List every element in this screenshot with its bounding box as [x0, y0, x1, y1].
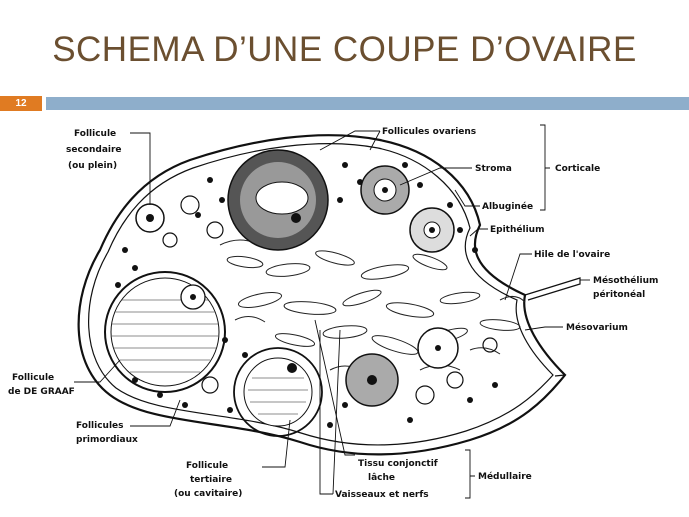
- label-medullaire: Médullaire: [478, 471, 532, 482]
- slide-title: SCHEMA D’UNE COUPE D’OVAIRE: [52, 30, 637, 69]
- tertiary-follicle: [233, 347, 323, 437]
- svg-text:tertiaire: tertiaire: [190, 475, 232, 485]
- leader-lines: [74, 124, 590, 499]
- label-vaisseaux: Vaisseaux et nerfs: [335, 490, 429, 500]
- label-tertiaire: Follicule tertiaire (ou cavitaire): [174, 461, 242, 499]
- label-follicule-secondaire: Follicule secondaire (ou plein): [66, 129, 122, 171]
- graafian-follicle: [104, 271, 226, 393]
- label-mesothelium: Mésothélium péritonéal: [593, 275, 658, 300]
- stroma-follicle: [360, 165, 410, 215]
- secondary-follicle: [135, 203, 165, 233]
- svg-text:péritonéal: péritonéal: [593, 289, 645, 300]
- small-follicles: [162, 195, 498, 405]
- svg-text:Follicule: Follicule: [12, 373, 54, 383]
- label-albuginee: Albuginée: [482, 201, 533, 212]
- svg-text:de DE GRAAF: de DE GRAAF: [8, 387, 75, 397]
- page-number-badge: 12: [0, 96, 42, 111]
- svg-text:(ou plein): (ou plein): [68, 161, 117, 171]
- ovary-diagram: Follicule secondaire (ou plein) Follicul…: [8, 124, 658, 500]
- svg-text:Mésothélium: Mésothélium: [593, 275, 658, 286]
- svg-text:Follicule: Follicule: [74, 129, 116, 139]
- svg-text:Follicules: Follicules: [76, 421, 124, 431]
- ovary-outline: [77, 134, 581, 456]
- svg-text:(ou cavitaire): (ou cavitaire): [174, 489, 242, 499]
- svg-text:primordiaux: primordiaux: [76, 435, 138, 445]
- svg-text:secondaire: secondaire: [66, 145, 122, 155]
- label-primordiaux: Follicules primordiaux: [76, 421, 138, 445]
- header-bar: [46, 97, 689, 110]
- large-follicle-top: [227, 149, 329, 251]
- svg-text:Follicule: Follicule: [186, 461, 228, 471]
- label-de-graaf: Follicule de DE GRAAF: [8, 373, 75, 397]
- cortical-follicle: [409, 207, 455, 253]
- primordial-follicles: [115, 162, 498, 428]
- medullary-follicle: [345, 353, 399, 407]
- right-follicle: [417, 327, 459, 369]
- svg-text:lâche: lâche: [368, 473, 395, 483]
- label-mesovarium: Mésovarium: [566, 322, 628, 333]
- stroma-texture: [219, 239, 526, 371]
- svg-text:Tissu conjonctif: Tissu conjonctif: [358, 459, 438, 469]
- label-hile: Hile de l'ovaire: [534, 250, 610, 260]
- label-stroma: Stroma: [475, 164, 512, 174]
- label-tissu-conjonctif: Tissu conjonctif lâche: [358, 459, 438, 483]
- label-follicules-ovariens: Follicules ovariens: [382, 127, 476, 137]
- label-corticale: Corticale: [555, 164, 600, 174]
- label-epithelium: Epithélium: [490, 224, 544, 235]
